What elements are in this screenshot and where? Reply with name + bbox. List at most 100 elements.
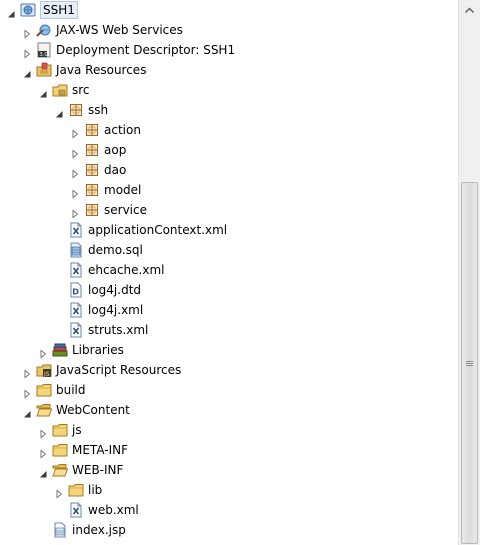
tree-row[interactable]: META-INF	[0, 440, 458, 460]
expand-twisty-icon[interactable]	[22, 405, 32, 418]
tree-row[interactable]: SSH1	[0, 0, 458, 20]
package-icon	[84, 122, 100, 138]
collapse-twisty-icon[interactable]	[70, 165, 80, 179]
tree-row[interactable]: index.jsp	[0, 520, 458, 540]
libraries-icon	[52, 342, 68, 358]
javascript-resources-icon: JS	[36, 362, 52, 378]
collapse-twisty-icon[interactable]	[22, 25, 32, 39]
folder-icon	[68, 482, 84, 498]
xml-file-icon	[68, 222, 84, 238]
deployment-descriptor-icon: 3.0	[36, 42, 52, 58]
folder-icon	[36, 382, 52, 398]
tree-row-label: model	[104, 183, 142, 197]
tree-row[interactable]: JS JavaScript Resources	[0, 360, 458, 380]
tree-row[interactable]: Libraries	[0, 340, 458, 360]
expand-twisty-icon[interactable]	[38, 465, 48, 478]
web-services-icon	[36, 22, 52, 38]
svg-text:3.0: 3.0	[39, 52, 48, 58]
tree-row-label: JAX-WS Web Services	[56, 23, 183, 37]
collapse-twisty-icon[interactable]	[54, 485, 64, 499]
xml-file-icon	[68, 302, 84, 318]
source-folder-icon	[52, 82, 68, 98]
sql-file-icon	[68, 242, 84, 258]
tree-row[interactable]: log4j.xml	[0, 300, 458, 320]
tree-row[interactable]: WEB-INF	[0, 460, 458, 480]
tree-row[interactable]: src	[0, 80, 458, 100]
tree-row-label: JavaScript Resources	[56, 363, 182, 377]
tree-row[interactable]: demo.sql	[0, 240, 458, 260]
folder-icon	[52, 422, 68, 438]
xml-file-icon	[68, 502, 84, 518]
scrollbar-thumb[interactable]	[461, 182, 478, 544]
collapse-twisty-icon[interactable]	[70, 145, 80, 159]
tree-row[interactable]: action	[0, 120, 458, 140]
tree-row[interactable]: lib	[0, 480, 458, 500]
tree-row-label: Libraries	[72, 343, 124, 357]
collapse-twisty-icon[interactable]	[70, 185, 80, 199]
tree-row[interactable]: web.xml	[0, 500, 458, 520]
tree-row[interactable]: model	[0, 180, 458, 200]
collapse-twisty-icon[interactable]	[38, 445, 48, 459]
tree-row[interactable]: JAX-WS Web Services	[0, 20, 458, 40]
package-icon	[68, 102, 84, 118]
package-icon	[84, 182, 100, 198]
collapse-twisty-icon[interactable]	[22, 385, 32, 399]
expand-twisty-icon[interactable]	[38, 85, 48, 98]
tree-row[interactable]: js	[0, 420, 458, 440]
tree-row-label: log4j.dtd	[88, 283, 142, 297]
tree-row-label: META-INF	[72, 443, 129, 457]
folder-icon	[52, 442, 68, 458]
tree-row-label: action	[104, 123, 141, 137]
svg-text:D: D	[72, 288, 79, 297]
tree-row-label: index.jsp	[72, 523, 126, 537]
tree-row-label: WEB-INF	[72, 463, 124, 477]
collapse-twisty-icon[interactable]	[22, 365, 32, 379]
tree-row-label: SSH1	[40, 1, 78, 19]
tree-row[interactable]: aop	[0, 140, 458, 160]
package-icon	[84, 142, 100, 158]
package-icon	[84, 202, 100, 218]
tree-row-label: ssh	[88, 103, 109, 117]
collapse-twisty-icon[interactable]	[70, 125, 80, 139]
tree-row[interactable]: service	[0, 200, 458, 220]
tree-row[interactable]: dao	[0, 160, 458, 180]
tree-row[interactable]: ssh	[0, 100, 458, 120]
tree-row[interactable]: ehcache.xml	[0, 260, 458, 280]
collapse-twisty-icon[interactable]	[22, 45, 32, 59]
tree-row-label: web.xml	[88, 503, 139, 517]
tree-row-label: ehcache.xml	[88, 263, 165, 277]
arrow-up-icon[interactable]	[461, 2, 478, 19]
tree-row-label: dao	[104, 163, 127, 177]
tree-row-label: struts.xml	[88, 323, 149, 337]
folder-open-icon	[52, 462, 69, 478]
tree-row-label: build	[56, 383, 86, 397]
jsp-file-icon	[52, 522, 68, 538]
package-icon	[84, 162, 100, 178]
tree-row-label: aop	[104, 143, 127, 157]
tree-row[interactable]: Java Resources	[0, 60, 458, 80]
xml-file-icon	[68, 262, 84, 278]
collapse-twisty-icon[interactable]	[38, 425, 48, 439]
expand-twisty-icon[interactable]	[54, 105, 64, 118]
expand-twisty-icon[interactable]	[6, 5, 16, 18]
tree-row-label: js	[72, 423, 82, 437]
xml-file-icon	[68, 322, 84, 338]
collapse-twisty-icon[interactable]	[38, 345, 48, 359]
tree-row-label: demo.sql	[88, 243, 143, 257]
tree-row[interactable]: build	[0, 380, 458, 400]
tree-row-label: Java Resources	[56, 63, 147, 77]
vertical-scrollbar[interactable]	[458, 0, 480, 545]
tree-row-label: Deployment Descriptor: SSH1	[56, 43, 236, 57]
tree-row[interactable]: applicationContext.xml	[0, 220, 458, 240]
tree-row[interactable]: 3.0 Deployment Descriptor: SSH1	[0, 40, 458, 60]
expand-twisty-icon[interactable]	[22, 65, 32, 78]
tree-row-label: applicationContext.xml	[88, 223, 228, 237]
tree-row-label: service	[104, 203, 147, 217]
tree-row-label: WebContent	[56, 403, 130, 417]
tree-row-label: src	[72, 83, 90, 97]
collapse-twisty-icon[interactable]	[70, 205, 80, 219]
tree-row[interactable]: WebContent	[0, 400, 458, 420]
tree-row[interactable]: struts.xml	[0, 320, 458, 340]
